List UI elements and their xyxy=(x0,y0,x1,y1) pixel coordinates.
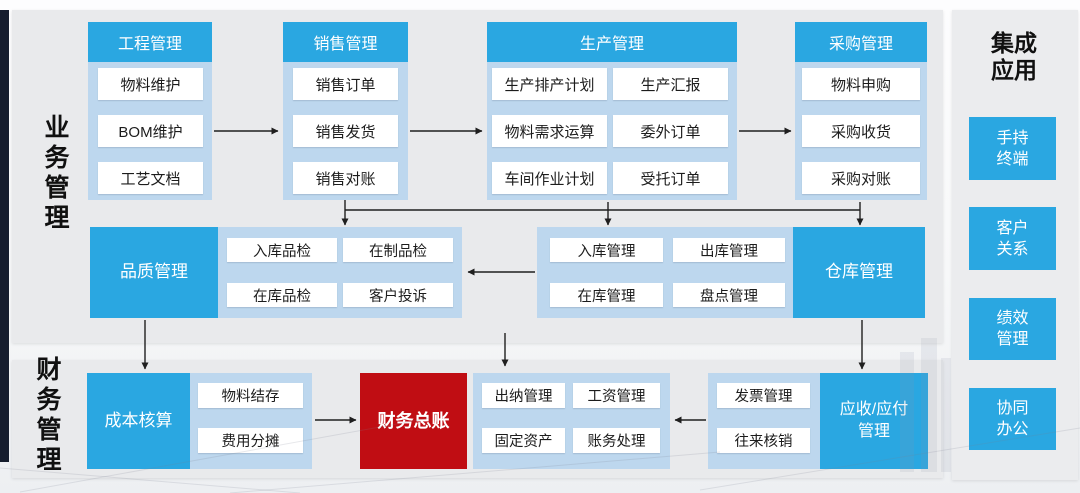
integration-item-performance: 绩效 管理 xyxy=(969,298,1056,360)
module-cell-material-maintain: 物料维护 xyxy=(98,68,203,100)
module-cell-expense-allocation: 费用分摊 xyxy=(198,428,303,453)
module-cell-cashier: 出纳管理 xyxy=(482,383,565,408)
module-cell-process-doc: 工艺文档 xyxy=(98,162,203,194)
module-cell-workshop-plan: 车间作业计划 xyxy=(492,162,607,194)
module-cell-instock: 在库管理 xyxy=(550,283,663,307)
group-cost-items: 物料结存 费用分摊 xyxy=(190,373,312,469)
module-cell-outbound: 出库管理 xyxy=(673,238,785,262)
group-quality-items: 入库品检 在制品检 在库品检 客户投诉 xyxy=(218,227,462,318)
block-cost-accounting: 成本核算 xyxy=(87,373,190,469)
finance-section-label: 财务管理 xyxy=(33,356,61,476)
module-cell-sales-order: 销售订单 xyxy=(293,68,398,100)
module-cell-fixed-assets: 固定资产 xyxy=(482,428,565,453)
module-cell-inprocess-inspection: 在制品检 xyxy=(343,238,453,262)
module-cell-bom-maintain: BOM维护 xyxy=(98,115,203,147)
group-purchasing-header: 采购管理 xyxy=(795,22,927,62)
module-cell-production-schedule: 生产排产计划 xyxy=(492,68,607,100)
module-cell-purchase-reconcile: 采购对账 xyxy=(802,162,920,194)
module-cell-outsource-order: 委外订单 xyxy=(613,115,728,147)
integration-item-oa: 协同 办公 xyxy=(969,388,1056,450)
group-engineering: 工程管理 物料维护 BOM维护 工艺文档 xyxy=(88,22,212,200)
module-cell-production-report: 生产汇报 xyxy=(613,68,728,100)
module-cell-write-off: 往来核销 xyxy=(717,428,810,453)
module-cell-stock-inspection: 在库品检 xyxy=(227,283,337,307)
block-quality-management: 品质管理 xyxy=(90,227,218,318)
module-cell-customer-complaint: 客户投诉 xyxy=(343,283,453,307)
module-cell-mrp: 物料需求运算 xyxy=(492,115,607,147)
group-production-header: 生产管理 xyxy=(487,22,737,62)
left-accent-bar xyxy=(0,10,9,462)
module-cell-inbound: 入库管理 xyxy=(550,238,663,262)
group-purchasing: 采购管理 物料申购 采购收货 采购对账 xyxy=(795,22,927,200)
group-sales: 销售管理 销售订单 销售发货 销售对账 xyxy=(283,22,408,200)
group-production: 生产管理 生产排产计划 生产汇报 物料需求运算 委外订单 车间作业计划 受托订单 xyxy=(487,22,737,200)
block-general-ledger: 财务总账 xyxy=(360,373,467,469)
module-cell-invoice: 发票管理 xyxy=(717,383,810,408)
block-ar-ap-management: 应收/应付 管理 xyxy=(820,373,928,469)
module-cell-accounting: 账务处理 xyxy=(573,428,660,453)
integration-title: 集成 应用 xyxy=(991,30,1037,83)
group-invoice-items: 发票管理 往来核销 xyxy=(708,373,820,469)
module-cell-purchase-request: 物料申购 xyxy=(802,68,920,100)
module-cell-sales-shipment: 销售发货 xyxy=(293,115,398,147)
module-cell-consignment-order: 受托订单 xyxy=(613,162,728,194)
module-cell-purchase-receive: 采购收货 xyxy=(802,115,920,147)
integration-item-handheld: 手持 终端 xyxy=(969,117,1056,180)
module-cell-sales-reconcile: 销售对账 xyxy=(293,162,398,194)
module-cell-stocktake: 盘点管理 xyxy=(673,283,785,307)
group-warehouse-items: 入库管理 出库管理 在库管理 盘点管理 xyxy=(537,227,793,318)
module-cell-incoming-inspection: 入库品检 xyxy=(227,238,337,262)
block-warehouse-management: 仓库管理 xyxy=(793,227,925,318)
group-sales-header: 销售管理 xyxy=(283,22,408,62)
module-cell-payroll: 工资管理 xyxy=(573,383,660,408)
group-treasury-items: 出纳管理 工资管理 固定资产 账务处理 xyxy=(473,373,670,469)
group-engineering-header: 工程管理 xyxy=(88,22,212,62)
business-section-label: 业务管理 xyxy=(41,114,69,234)
module-cell-material-balance: 物料结存 xyxy=(198,383,303,408)
integration-item-crm: 客户 关系 xyxy=(969,207,1056,270)
